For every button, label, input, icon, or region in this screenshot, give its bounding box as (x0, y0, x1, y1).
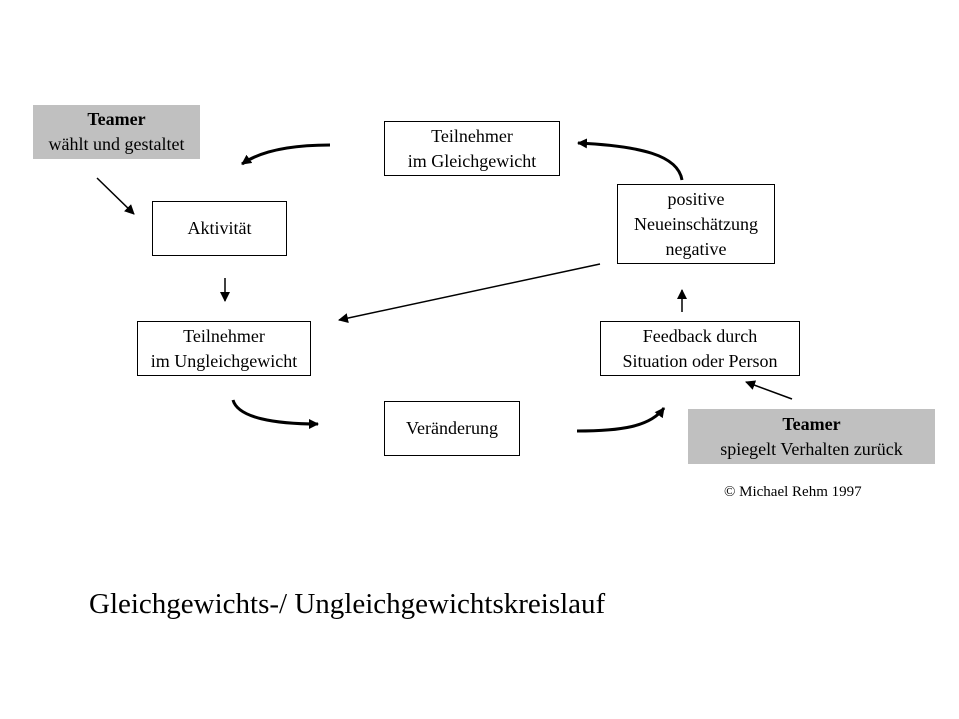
node-neueinschaetzung-line1: positive (667, 188, 725, 209)
arrow-positive-to-gleichgewicht (577, 138, 684, 181)
node-gleichgewicht: Teilnehmer im Gleichgewicht (384, 121, 560, 176)
node-aktivitaet-line1: Aktivität (187, 218, 252, 238)
node-ungleichgewicht-line1: Teilnehmer (183, 325, 265, 346)
teamer-top-head: Teamer (87, 109, 146, 129)
node-feedback-line2: Situation oder Person (622, 350, 778, 371)
node-gleichgewicht-line1: Teilnehmer (431, 125, 513, 146)
node-neueinschaetzung: positive Neueinschätzung negative (617, 184, 775, 264)
arrow-veraenderung-to-feedback (576, 407, 666, 433)
arrow-teamer-to-aktivitaet (96, 177, 135, 215)
node-ungleichgewicht-line2: im Ungleichgewicht (150, 350, 298, 371)
node-veraenderung-line1: Veränderung (406, 418, 498, 438)
node-neueinschaetzung-line3: negative (665, 238, 727, 259)
teamer-bottom-head: Teamer (782, 413, 841, 434)
node-feedback: Feedback durch Situation oder Person (600, 321, 800, 376)
arrow-ungleichgewicht-to-veraenderung (231, 399, 319, 429)
node-neueinschaetzung-line2: Neueinschätzung (634, 213, 758, 234)
node-feedback-line1: Feedback durch (642, 325, 758, 346)
node-ungleichgewicht: Teilnehmer im Ungleichgewicht (137, 321, 311, 376)
node-gleichgewicht-line2: im Gleichgewicht (407, 150, 537, 171)
node-veraenderung: Veränderung (384, 401, 520, 456)
diagram-title: Gleichgewichts-/ Ungleichgewichtskreisla… (89, 588, 606, 620)
teamer-top-box: Teamer wählt und gestaltet (33, 105, 200, 159)
teamer-top-text: wählt und gestaltet (48, 134, 185, 154)
arrow-teamer-to-feedback (745, 380, 793, 400)
teamer-bottom-box: Teamer spiegelt Verhalten zurück (688, 409, 935, 464)
teamer-bottom-text: spiegelt Verhalten zurück (720, 438, 903, 459)
arrow-gleichgewicht-to-left (241, 143, 331, 166)
arrow-negative-to-ungleichgewicht (338, 263, 601, 324)
copyright-note: © Michael Rehm 1997 (724, 484, 862, 500)
node-aktivitaet: Aktivität (152, 201, 287, 256)
